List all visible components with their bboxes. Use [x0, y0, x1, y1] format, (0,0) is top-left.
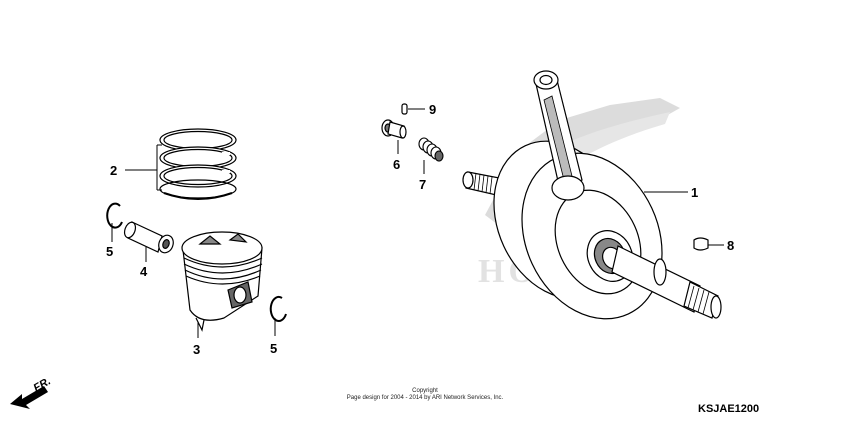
crankshaft[interactable] [462, 70, 722, 342]
copyright-line-2: Page design for 2004 - 2014 by ARI Netwo… [346, 395, 504, 401]
tensioner-spring[interactable] [418, 137, 444, 162]
callout-7[interactable]: 7 [419, 177, 426, 192]
pin-clip-right[interactable] [269, 295, 287, 322]
callout-5-right[interactable]: 5 [270, 341, 277, 356]
copyright-notice: Copyright Page design for 2004 - 2014 by… [0, 388, 850, 402]
callout-8[interactable]: 8 [727, 238, 734, 253]
callout-9[interactable]: 9 [429, 102, 436, 117]
piston-pin[interactable] [123, 221, 176, 255]
tensioner-bolt[interactable] [381, 119, 407, 139]
piston[interactable] [181, 231, 263, 332]
callout-5-left[interactable]: 5 [106, 244, 113, 259]
copyright-line-1: Copyright [412, 388, 438, 394]
piston-rings[interactable] [159, 128, 237, 200]
woodruff-key[interactable] [693, 237, 709, 251]
diagram-code: KSJAE1200 [698, 403, 760, 415]
pin-clip-left[interactable] [106, 202, 123, 229]
callout-4[interactable]: 4 [140, 264, 148, 279]
o-ring[interactable] [401, 103, 408, 115]
callout-1[interactable]: 1 [691, 185, 698, 200]
callout-6[interactable]: 6 [393, 157, 400, 172]
callout-3[interactable]: 3 [193, 342, 200, 357]
callout-2-leader [125, 144, 162, 191]
callout-2[interactable]: 2 [110, 163, 117, 178]
